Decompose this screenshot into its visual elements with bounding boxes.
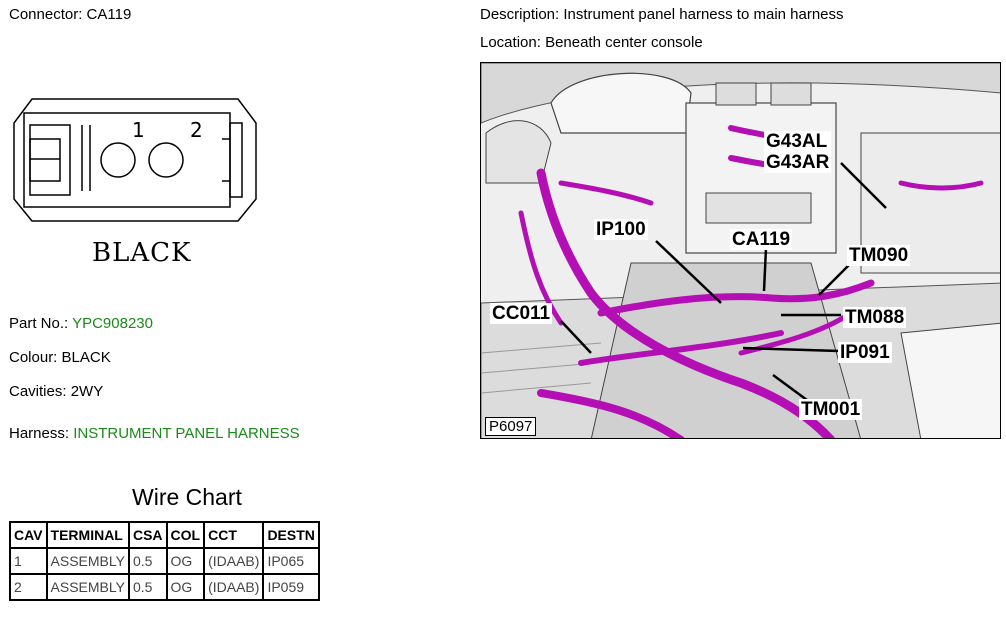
location-line: Location: Beneath center console — [480, 34, 703, 52]
harness-value: INSTRUMENT PANEL HARNESS — [73, 425, 300, 442]
description-line: Description: Instrument panel harness to… — [480, 6, 844, 24]
wire-chart-header-row: CAV TERMINAL CSA COL CCT DESTN — [9, 521, 320, 549]
cell-col: OG — [165, 547, 206, 575]
description-value: Instrument panel harness to main harness — [563, 6, 844, 23]
connector-face-drawing: 1 2 — [13, 98, 257, 222]
cell-destn: IP059 — [262, 573, 320, 601]
pin-label-1: 1 — [132, 118, 145, 142]
colour-label: Colour: — [9, 349, 58, 366]
cell-csa: 0.5 — [127, 547, 168, 575]
cell-cct: (IDAAB) — [203, 573, 265, 601]
callout-tm088: TM088 — [843, 307, 907, 328]
cell-col: OG — [165, 573, 206, 601]
callout-tm090: TM090 — [847, 245, 911, 266]
cavities-line: Cavities: 2WY — [9, 383, 103, 401]
cell-cct: (IDAAB) — [203, 547, 265, 575]
cavities-value: 2WY — [70, 383, 104, 400]
cell-csa: 0.5 — [127, 573, 168, 601]
colour-value: BLACK — [61, 349, 111, 366]
description-label: Description: — [480, 6, 560, 23]
colour-line: Colour: BLACK — [9, 349, 111, 367]
part-number-label: Part No.: — [9, 315, 69, 332]
connector-title: Connector: CA119 — [9, 6, 131, 24]
cell-cav: 2 — [9, 573, 48, 601]
connector-color-label: BLACK — [92, 238, 192, 268]
callout-ip091: IP091 — [838, 342, 892, 363]
cavities-label: Cavities: — [9, 383, 67, 400]
wire-chart-table: CAV TERMINAL CSA COL CCT DESTN 1 ASSEMBL… — [9, 521, 320, 601]
callout-ip100: IP100 — [594, 219, 648, 240]
callout-ca119: CA119 — [730, 229, 793, 250]
cell-cav: 1 — [9, 547, 48, 575]
photo-reference-code: P6097 — [485, 417, 537, 436]
part-number-line: Part No.: YPC908230 — [9, 315, 153, 333]
callout-tm001: TM001 — [799, 399, 863, 420]
connector-id: CA119 — [86, 6, 132, 23]
harness-line: Harness: INSTRUMENT PANEL HARNESS — [9, 425, 300, 443]
header-cct: CCT — [203, 521, 265, 549]
callout-cc011: CC011 — [490, 303, 553, 324]
location-label: Location: — [480, 34, 541, 51]
table-row: 2 ASSEMBLY 0.5 OG (IDAAB) IP059 — [9, 573, 320, 601]
dashboard-illustration — [481, 63, 1000, 438]
callout-g43ar: G43AR — [766, 152, 830, 173]
part-number-value: YPC908230 — [72, 315, 153, 332]
location-photo: G43AL G43AR IP100 CA119 TM090 CC011 TM08… — [480, 62, 1001, 439]
header-destn: DESTN — [262, 521, 320, 549]
cell-terminal: ASSEMBLY — [45, 573, 130, 601]
connector-label-text: Connector: — [9, 6, 83, 23]
cell-terminal: ASSEMBLY — [45, 547, 130, 575]
harness-label: Harness: — [9, 425, 70, 442]
header-csa: CSA — [127, 521, 168, 549]
callout-g43al: G43AL — [766, 131, 828, 152]
table-row: 1 ASSEMBLY 0.5 OG (IDAAB) IP065 — [9, 547, 320, 575]
header-terminal: TERMINAL — [45, 521, 130, 549]
header-col: COL — [165, 521, 206, 549]
pin-label-2: 2 — [190, 118, 203, 142]
wire-chart-title: Wire Chart — [132, 484, 242, 510]
header-cav: CAV — [9, 521, 48, 549]
cell-destn: IP065 — [262, 547, 320, 575]
location-value: Beneath center console — [545, 34, 703, 51]
callout-g43: G43AL G43AR — [764, 131, 832, 173]
